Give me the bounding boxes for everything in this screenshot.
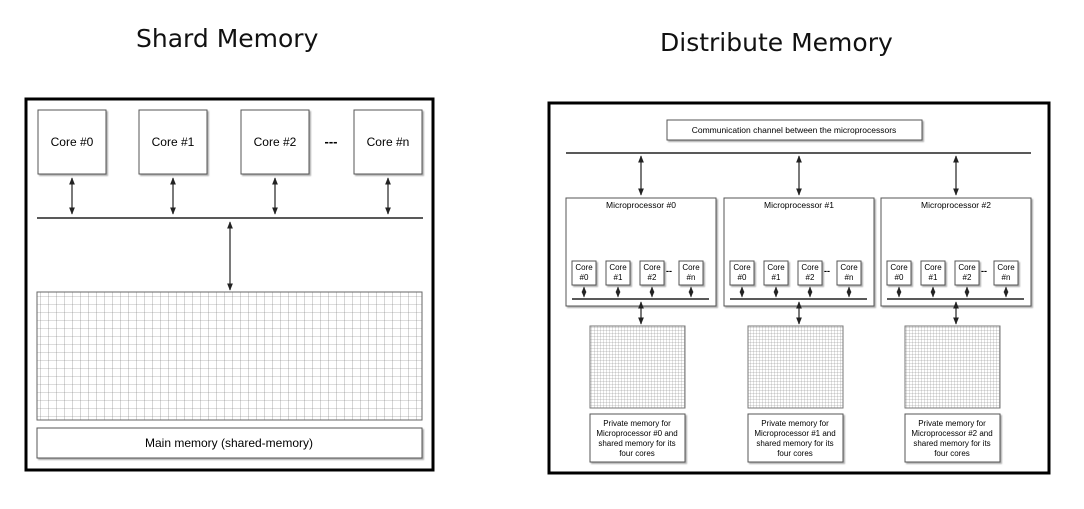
core-label-line2: #1 (772, 273, 781, 282)
microprocessor-1: Microprocessor #1Core#0Core#1Core#2Core#… (723, 155, 875, 463)
microprocessor-title: Microprocessor #2 (921, 200, 991, 210)
private-memory-label-line: shared memory for its (913, 439, 990, 448)
distributed-memory-title: Distribute Memory (660, 28, 893, 57)
core-box: Core#0 (571, 260, 597, 286)
core-label-line1: Core (801, 263, 819, 272)
private-memory-label-line: Private memory for (603, 419, 671, 428)
shared-memory-title: Shard Memory (136, 24, 319, 53)
core-label-line1: Core (958, 263, 976, 272)
core-label-line1: Core (575, 263, 593, 272)
core-box: Core#n (678, 260, 704, 286)
core-box-1: Core #1 (138, 109, 208, 175)
private-memory-label-line: four cores (934, 449, 970, 458)
microprocessor-title: Microprocessor #0 (606, 200, 676, 210)
private-memory-label-line: four cores (619, 449, 655, 458)
channel-box: Communication channel between the microp… (666, 119, 923, 141)
core-label-line1: Core (682, 263, 700, 272)
core-label-line2: #n (1002, 273, 1011, 282)
private-memory-label-line: shared memory for its (756, 439, 833, 448)
core-box-0: Core #0 (37, 109, 107, 175)
core-ellipsis: -- (981, 266, 987, 276)
core-label-line2: #2 (963, 273, 972, 282)
core-label-line1: Core (767, 263, 785, 272)
core-box: Core#2 (797, 260, 823, 286)
shared-memory-panel: Core #0 Core #1 Core #2 --- Core #n Main… (24, 97, 435, 472)
distributed-memory-panel: Communication channel between the microp… (547, 101, 1051, 475)
core-box: Core#2 (954, 260, 980, 286)
main-memory-label: Main memory (shared-memory) (145, 436, 313, 450)
microprocessor-box (723, 197, 875, 307)
core-ellipsis: --- (325, 134, 338, 149)
core-label-line2: #1 (614, 273, 623, 282)
microprocessor-box (565, 197, 717, 307)
private-memory-grid (589, 325, 686, 409)
core-label-line2: #2 (648, 273, 657, 282)
microprocessor-title: Microprocessor #1 (764, 200, 834, 210)
private-memory-label-line: Microprocessor #1 and (754, 429, 835, 438)
core-box-2: Core #2 (240, 109, 310, 175)
core-box: Core#n (993, 260, 1019, 286)
core-box: Core#1 (920, 260, 946, 286)
core-box: Core#1 (605, 260, 631, 286)
private-memory-grid (747, 325, 844, 409)
core-box: Core#0 (886, 260, 912, 286)
core-label: Core #2 (254, 135, 297, 149)
core-label-line2: #2 (806, 273, 815, 282)
core-label-line2: #0 (580, 273, 589, 282)
microprocessor-box (880, 197, 1032, 307)
core-box: Core#1 (763, 260, 789, 286)
core-box: Core#2 (639, 260, 665, 286)
core-label-line1: Core (733, 263, 751, 272)
core-box-n: Core #n (353, 109, 423, 175)
core-label: Core #1 (152, 135, 195, 149)
main-memory-box: Main memory (shared-memory) (36, 427, 423, 459)
microprocessor-0: Microprocessor #0Core#0Core#1Core#2Core#… (565, 155, 717, 463)
core-label-line1: Core (890, 263, 908, 272)
core-ellipsis: -- (666, 266, 672, 276)
core-label-line1: Core (997, 263, 1015, 272)
core-label-line1: Core (924, 263, 942, 272)
microprocessor-layer: Microprocessor #0Core#0Core#1Core#2Core#… (565, 155, 1032, 463)
channel-label: Communication channel between the microp… (692, 125, 897, 135)
core-label-line2: #n (687, 273, 696, 282)
private-memory-label-line: shared memory for its (598, 439, 675, 448)
core-label-line2: #1 (929, 273, 938, 282)
private-memory-label-line: Private memory for (761, 419, 829, 428)
private-memory-label-line: four cores (777, 449, 813, 458)
core-label: Core #n (367, 135, 410, 149)
private-memory-grid (904, 325, 1001, 409)
core-box: Core#n (836, 260, 862, 286)
core-label: Core #0 (51, 135, 94, 149)
core-label-line2: #n (845, 273, 854, 282)
core-box: Core#0 (729, 260, 755, 286)
private-memory-label-line: Microprocessor #2 and (911, 429, 992, 438)
core-label-line1: Core (840, 263, 858, 272)
core-label-line1: Core (609, 263, 627, 272)
main-memory-grid (36, 291, 423, 421)
core-label-line2: #0 (895, 273, 904, 282)
core-label-line2: #0 (738, 273, 747, 282)
microprocessor-2: Microprocessor #2Core#0Core#1Core#2Core#… (880, 155, 1032, 463)
core-bus-arrows (69, 177, 391, 215)
core-label-line1: Core (643, 263, 661, 272)
private-memory-label-line: Private memory for (918, 419, 986, 428)
private-memory-label-line: Microprocessor #0 and (596, 429, 677, 438)
core-ellipsis: -- (824, 266, 830, 276)
